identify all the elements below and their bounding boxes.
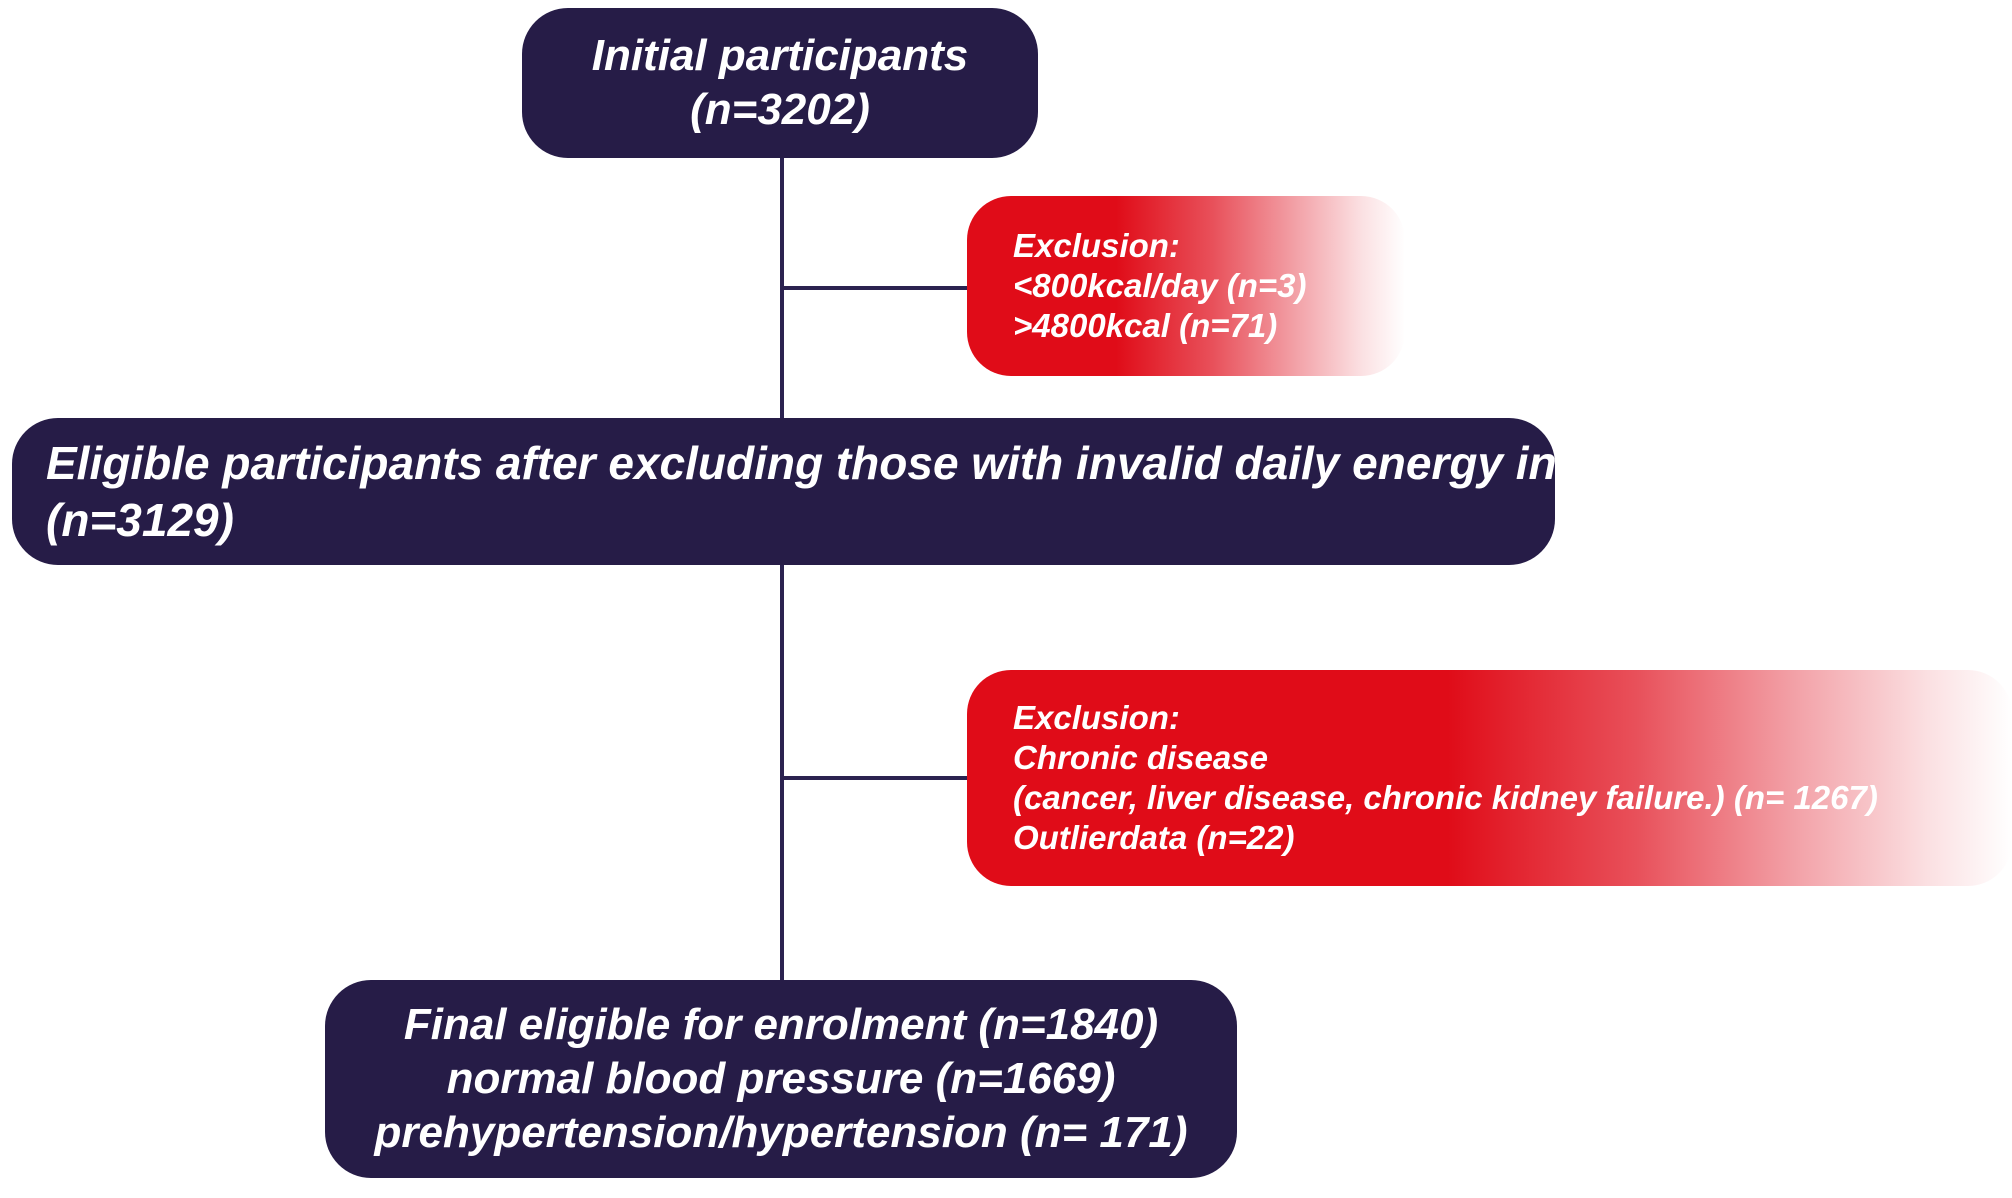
exclusion-disease-category: Chronic disease	[1013, 738, 1268, 776]
exclusion-outlier-data: Outlierdata (n=22)	[1013, 819, 1295, 857]
node-final-line-3: prehypertension/hypertension (n= 171)	[374, 1107, 1188, 1157]
exclusion-energy-criterion-high: >4800kcal (n=71)	[1013, 307, 1278, 345]
connector-eligible-to-final	[780, 562, 784, 984]
exclusion-energy-criterion-low: <800kcal/day (n=3)	[1013, 266, 1307, 304]
node-exclusion-chronic-disease[interactable]: Exclusion: Chronic disease (cancer, live…	[967, 670, 2012, 886]
node-final-line-2: normal blood pressure (n=1669)	[446, 1054, 1116, 1104]
node-exclusion-energy[interactable]: Exclusion: <800kcal/day (n=3) >4800kcal …	[967, 196, 1405, 376]
node-initial-line-1: Initial participants	[591, 31, 969, 81]
node-eligible-line-1: Eligible participants after excluding th…	[46, 437, 1649, 490]
connector-branch-exclusion-energy	[780, 286, 990, 290]
node-final-enrolment[interactable]: Final eligible for enrolment (n=1840) no…	[325, 980, 1237, 1178]
exclusion-disease-detail: (cancer, liver disease, chronic kidney f…	[1013, 779, 1878, 816]
node-eligible-participants[interactable]: Eligible participants after excluding th…	[12, 418, 1649, 565]
node-eligible-line-2: (n=3129)	[46, 493, 234, 546]
exclusion-disease-heading: Exclusion:	[1013, 698, 1180, 736]
node-initial-participants[interactable]: Initial participants (n=3202)	[522, 8, 1038, 158]
node-initial-line-2: (n=3202)	[690, 85, 870, 134]
connector-branch-exclusion-disease	[780, 776, 992, 780]
node-final-line-1: Final eligible for enrolment (n=1840)	[403, 1000, 1159, 1050]
exclusion-energy-heading: Exclusion:	[1013, 226, 1180, 264]
